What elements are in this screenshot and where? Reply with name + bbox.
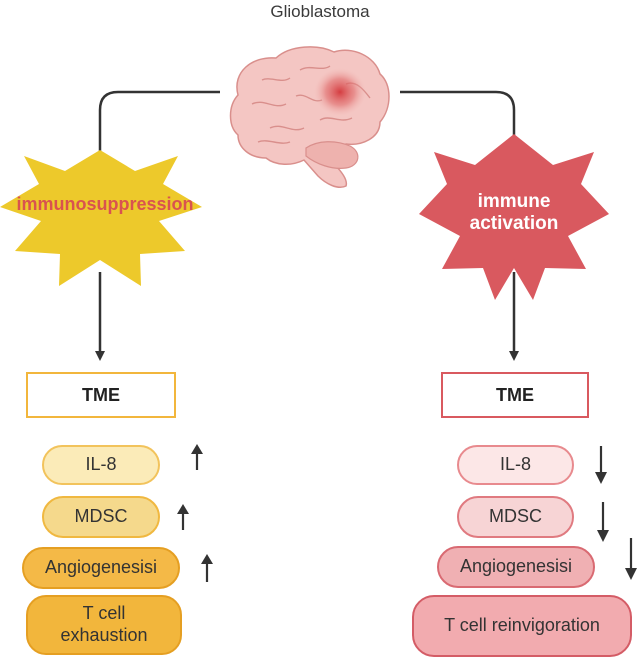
left-trend-arrows <box>177 444 213 582</box>
right-item-mdsc: MDSC <box>457 496 574 538</box>
brain-icon <box>229 46 390 188</box>
arrow-brain-to-left <box>95 90 220 165</box>
right-item-angiogenesis: Angiogenesisi <box>437 546 595 588</box>
right-tme-box: TME <box>441 372 589 418</box>
immune-activation-label-line2: activation <box>469 212 559 234</box>
right-item-t-cell-reinvigoration: T cell reinvigoration <box>412 595 632 657</box>
diagram-title: Glioblastoma <box>270 2 370 21</box>
left-item-angiogenesis: Angiogenesisi <box>22 547 180 589</box>
tumor-spot-icon <box>314 68 366 116</box>
immunosuppression-label: immunosuppression <box>16 194 194 214</box>
immune-activation-label-line1: immune <box>477 191 551 212</box>
immune-activation-label: immune activation <box>440 191 588 235</box>
left-item-il8: IL-8 <box>42 445 160 485</box>
arrow-brain-to-right <box>400 90 519 165</box>
left-tme-box: TME <box>26 372 176 418</box>
right-trend-arrows <box>595 446 637 580</box>
left-item-mdsc: MDSC <box>42 496 160 538</box>
left-item-t-cell-exhaustion: T cell exhaustion <box>26 595 182 655</box>
immunosuppression-starburst <box>0 150 202 286</box>
right-item-il8: IL-8 <box>457 445 574 485</box>
immune-activation-starburst <box>419 134 609 300</box>
